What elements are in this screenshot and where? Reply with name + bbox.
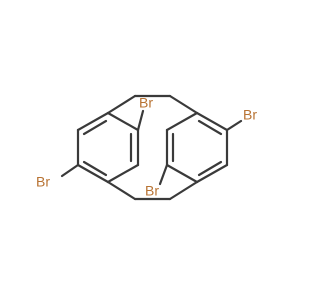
double-bond-inner	[82, 160, 108, 177]
molecule-structure: Br Br Br Br	[36, 94, 257, 201]
atom-labels: Br Br Br Br	[36, 95, 257, 199]
right-benzene-ring	[165, 111, 229, 184]
double-bond-inner	[197, 160, 223, 177]
bond	[106, 111, 140, 132]
bridge-bond	[106, 180, 137, 201]
double-bond-inner	[82, 119, 108, 136]
br-bond-bottom-center	[158, 163, 169, 186]
bromine-label: Br	[145, 183, 159, 199]
bromine-label: Br	[243, 107, 257, 123]
bond	[106, 163, 140, 184]
bond	[76, 111, 110, 132]
bond	[76, 163, 110, 184]
bridge-bond	[168, 94, 199, 115]
bromine-bonds	[60, 109, 243, 186]
left-benzene-ring	[76, 111, 140, 184]
double-bond-inner	[197, 119, 223, 136]
bromine-label: Br	[139, 95, 153, 111]
bridge-bond	[168, 180, 199, 201]
br-bond-right	[225, 119, 243, 132]
bond	[165, 111, 199, 132]
molecule-canvas: Br Br Br Br	[36, 94, 257, 201]
bond	[165, 163, 199, 184]
br-bond-left	[60, 163, 80, 178]
bromine-label: Br	[36, 174, 50, 190]
bond	[195, 111, 229, 132]
ethano-bridges	[106, 94, 199, 201]
bond	[195, 163, 229, 184]
br-bond-top-center	[136, 109, 145, 132]
bridge-bond	[106, 94, 137, 115]
